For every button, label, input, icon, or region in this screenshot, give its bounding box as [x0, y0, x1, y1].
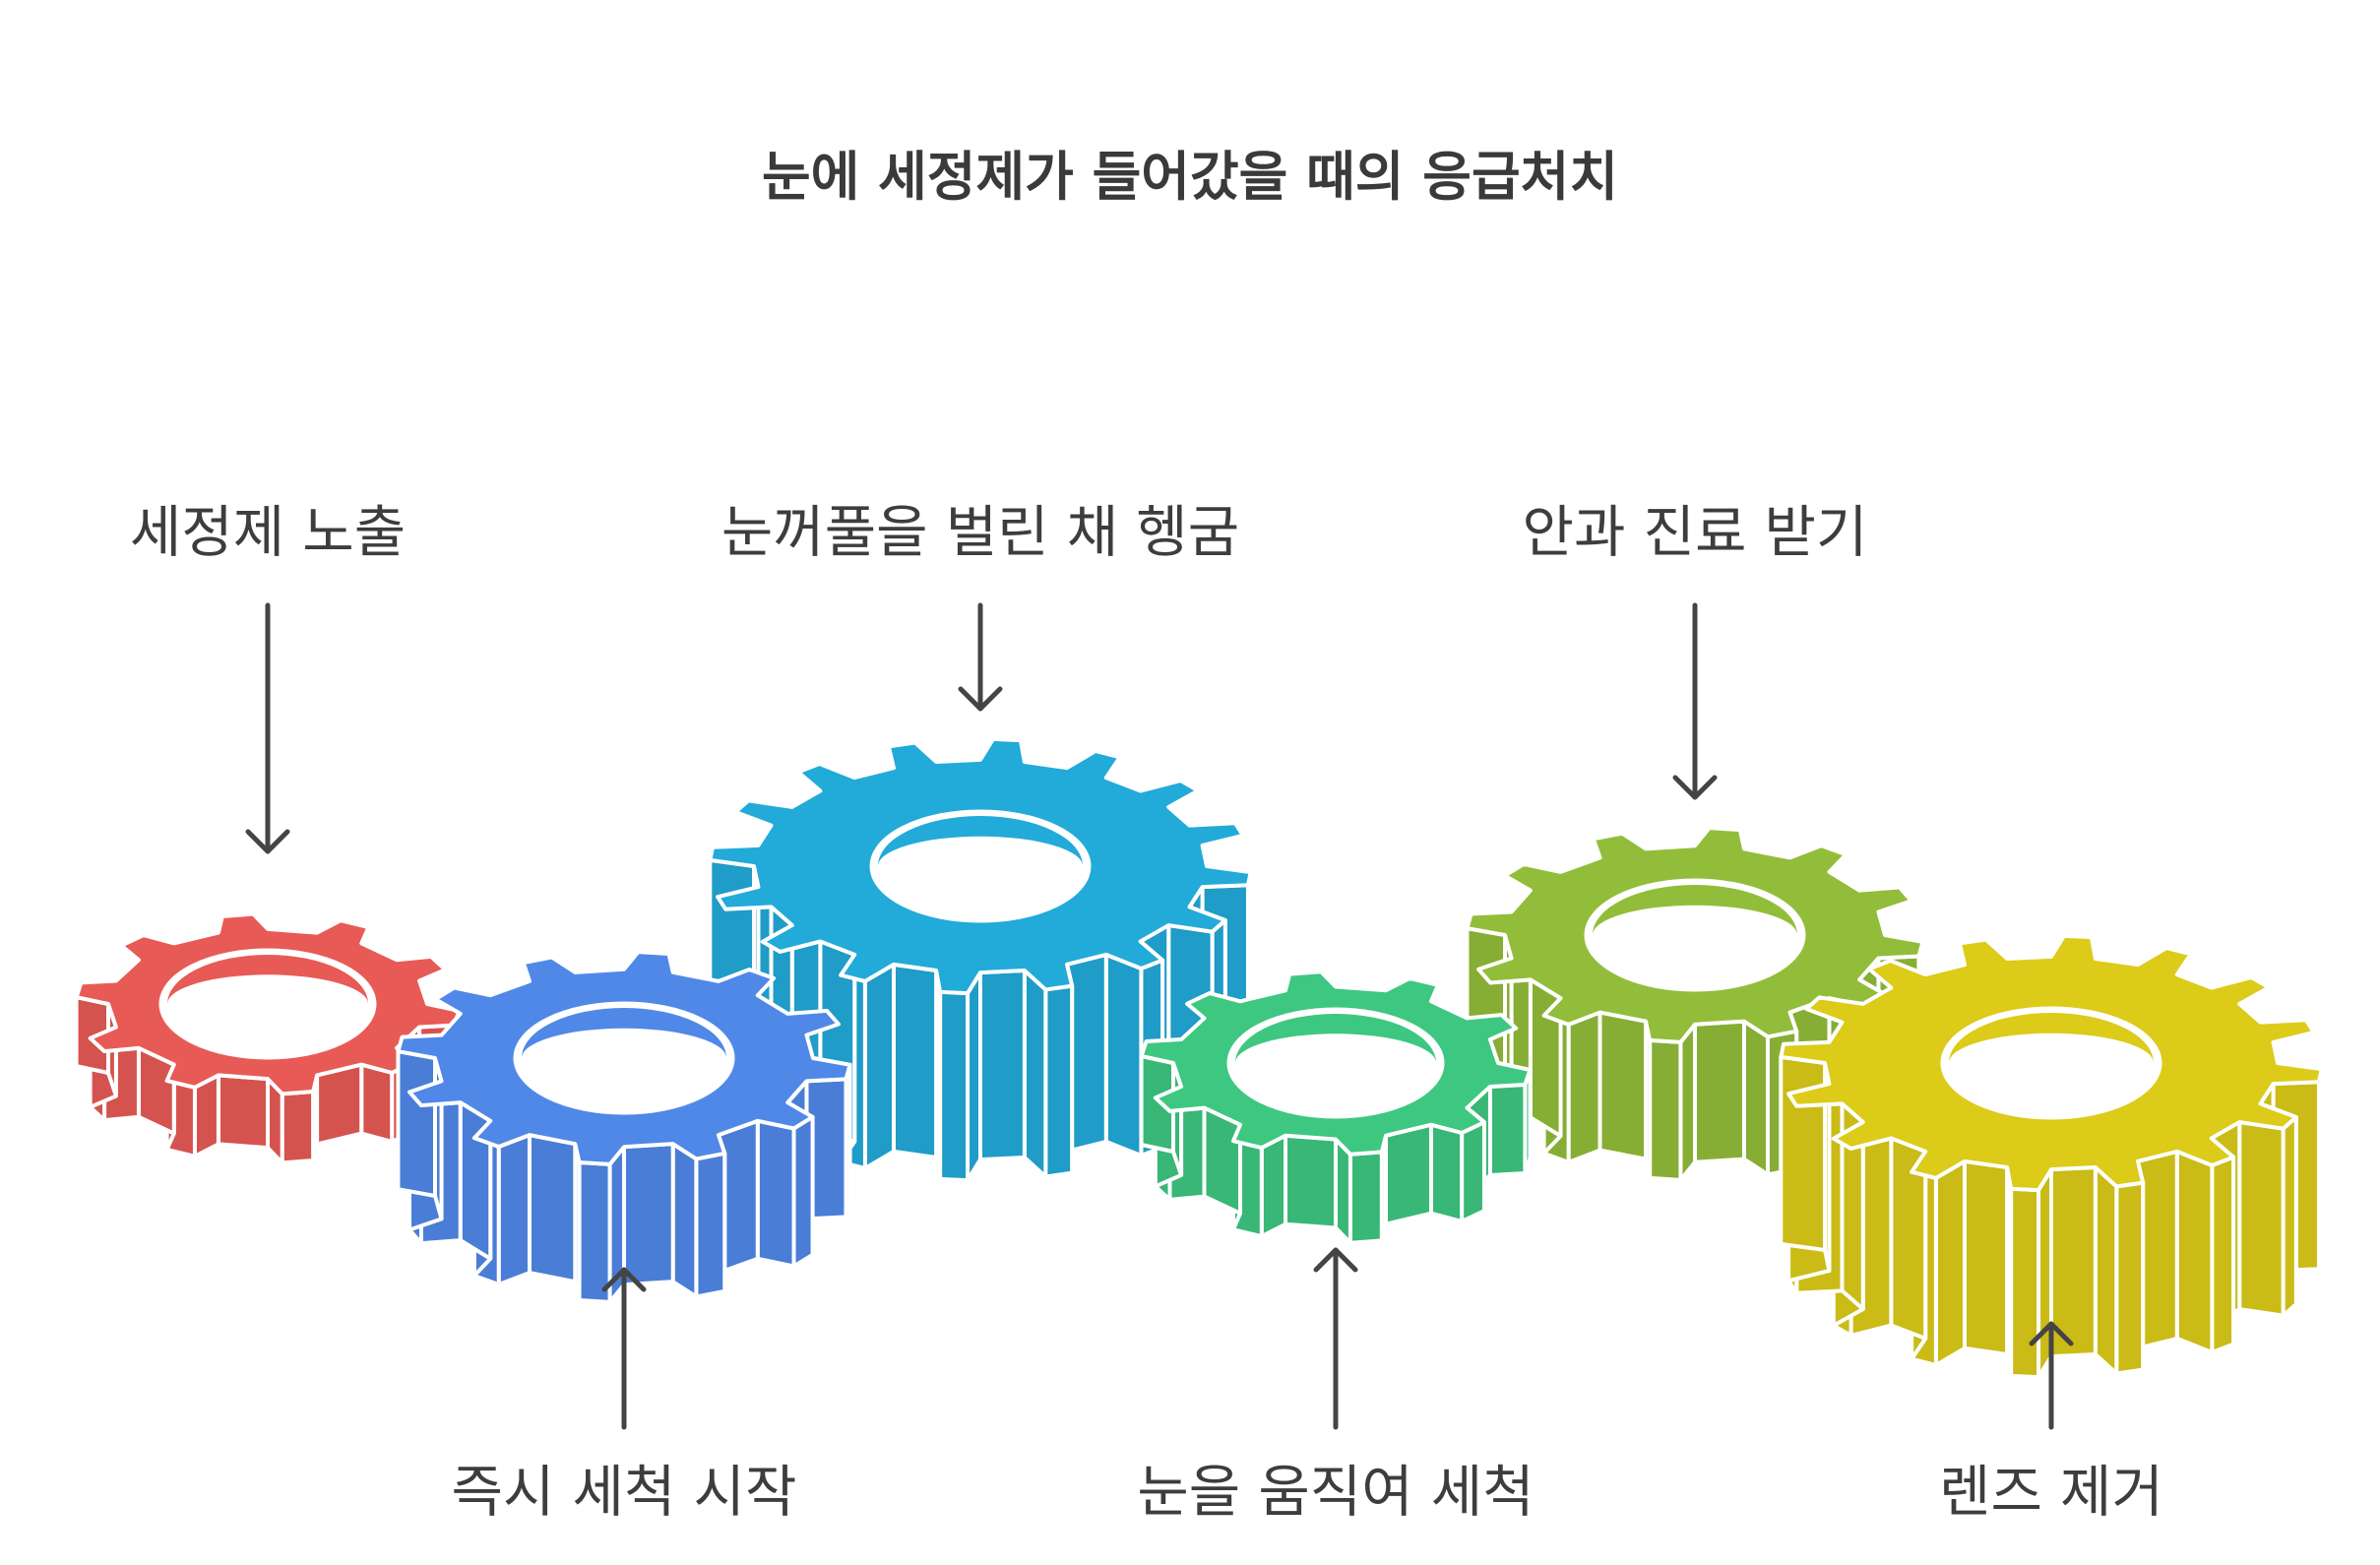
arrow-down-icon — [1672, 602, 1718, 800]
gear-move-eyes-wash — [1139, 970, 1533, 1245]
gear-hole-rim — [158, 948, 377, 1060]
gear-side-face — [694, 1151, 727, 1299]
gear-hole-rim — [869, 809, 1092, 923]
gear-side-face — [280, 1090, 316, 1165]
gear-side-face — [1741, 1019, 1770, 1177]
gear-start-washing — [396, 950, 852, 1304]
step-label-rinse-eyelids-open: 눈꺼풀을 벌린 채 헹굼 — [721, 500, 1239, 565]
step-label-ophthalmology: 안과 진료 받기 — [1523, 500, 1868, 565]
gear-side-face — [216, 1073, 270, 1151]
gear-hole-inner-wall — [1949, 1013, 2154, 1063]
gear-hole-inner-wall — [522, 1008, 726, 1058]
gear-remove-lenses — [1779, 933, 2324, 1380]
arrow-up-icon — [601, 1267, 647, 1430]
gear-side-face — [1022, 969, 1048, 1179]
gear-side-face — [1284, 1133, 1338, 1230]
arrow-down-icon — [245, 602, 290, 854]
gear-hole-rim — [1584, 878, 1806, 992]
gear-side-face — [528, 1133, 578, 1284]
gear-side-face — [359, 1062, 395, 1144]
gear-side-face — [2093, 1165, 2119, 1376]
gear-side-face — [1597, 1010, 1649, 1161]
gear-side-face — [755, 1118, 796, 1269]
step-label-remove-lenses: 렌즈 제거 — [1939, 1460, 2163, 1525]
gear-side-face — [1460, 1120, 1486, 1223]
gear-hole-inner-wall — [878, 816, 1083, 866]
gear-side-face — [1962, 1158, 2010, 1357]
step-label-move-eyes: 눈을 움직여 세척 — [1137, 1460, 1534, 1525]
gear-hole-inner-wall — [1235, 1014, 1436, 1063]
gear-side-face — [622, 1142, 675, 1287]
gear-side-face — [2237, 1120, 2286, 1318]
gear-hole-rim — [1226, 1007, 1445, 1119]
gear-side-face — [1648, 1037, 1683, 1182]
arrow-down-icon — [958, 602, 1003, 712]
gear-side-face — [891, 962, 939, 1160]
gear-side-face — [862, 962, 896, 1170]
gear-side-face — [2174, 1149, 2215, 1354]
diagram-title: 눈에 세정제가 들어갔을 때의 응급처치 — [762, 146, 1618, 208]
arrow-up-icon — [2029, 1321, 2074, 1430]
gear-side-face — [670, 1142, 699, 1299]
gear-side-face — [577, 1159, 612, 1304]
gear-side-face — [1566, 1010, 1602, 1164]
gear-side-face — [1428, 1122, 1465, 1223]
gear-side-face — [1933, 1158, 1967, 1367]
gear-side-face — [396, 1049, 437, 1198]
gear-hole-inner-wall — [1593, 885, 1797, 935]
gear-hole-rim — [1940, 1006, 2162, 1120]
step-label-detergent-exposure: 세정제 노출 — [130, 500, 406, 565]
gear-side-face — [1103, 952, 1144, 1158]
gear-side-face — [1383, 1122, 1433, 1226]
gear-side-face — [2009, 1186, 2041, 1380]
gear-hole-rim — [513, 1001, 735, 1115]
gear-hole-inner-wall — [167, 955, 368, 1004]
step-label-start-washing: 즉시 세척 시작 — [452, 1460, 797, 1525]
gear-side-face — [315, 1062, 364, 1147]
gear-side-face — [938, 989, 971, 1183]
gear-side-face — [1678, 1022, 1697, 1182]
gear-side-face — [2114, 1180, 2146, 1376]
gear-side-face — [1043, 983, 1075, 1179]
gear-side-face — [1347, 1150, 1384, 1245]
gear-side-face — [1693, 1019, 1746, 1164]
gear-side-face — [2210, 1155, 2236, 1354]
gear-side-face — [1487, 1083, 1528, 1177]
gear-side-face — [1259, 1133, 1288, 1239]
arrow-up-icon — [1313, 1247, 1358, 1430]
gear-side-face — [791, 1114, 815, 1269]
gear-side-face — [978, 969, 1027, 1162]
gear-side-face — [496, 1133, 532, 1287]
